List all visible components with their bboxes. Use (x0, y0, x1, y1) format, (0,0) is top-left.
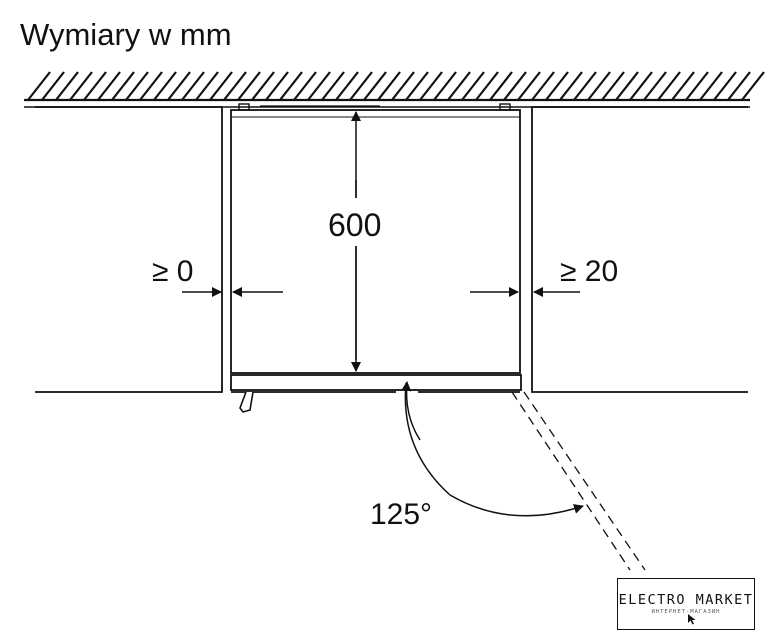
hatch-stroke (461, 71, 485, 101)
hatch-stroke (545, 71, 569, 101)
hatch-stroke (195, 71, 219, 101)
hatch-stroke (111, 71, 135, 101)
hatch-stroke (741, 71, 765, 101)
hatch-stroke (727, 71, 751, 101)
hatch-stroke (293, 71, 317, 101)
hatch-stroke (405, 71, 429, 101)
hatch-stroke (503, 71, 527, 101)
hatch-stroke (671, 71, 695, 101)
hatch-stroke (629, 71, 653, 101)
hatch-stroke (181, 71, 205, 101)
hatch-stroke (531, 71, 555, 101)
hatch-stroke (559, 71, 583, 101)
right-cabinet (531, 106, 748, 393)
watermark-tagline: ИНТЕРНЕТ-МАГАЗИН (651, 609, 721, 615)
hatch-stroke (27, 71, 51, 101)
hatch-stroke (601, 71, 625, 101)
hatch-stroke (167, 71, 191, 101)
diagram-title: Wymiary w mm (20, 17, 232, 52)
hatch-stroke (713, 71, 737, 101)
hatch-stroke (489, 71, 513, 101)
cursor-arrow-icon (688, 614, 696, 625)
hatch-stroke (55, 71, 79, 101)
wall-hatching (24, 71, 765, 108)
depth-value-label: 600 (328, 207, 381, 243)
hatch-stroke (223, 71, 247, 101)
watermark-brand: ELECTRO MARKET (618, 592, 754, 608)
door-angle-label: 125° (370, 498, 432, 531)
hatch-stroke (139, 71, 163, 101)
hatch-stroke (391, 71, 415, 101)
hatch-stroke (153, 71, 177, 101)
hatch-stroke (363, 71, 387, 101)
door-angle-arc-start (401, 381, 421, 441)
hatch-stroke (41, 71, 65, 101)
right-gap-label: ≥ 20 (560, 255, 618, 288)
door-angle-arc (404, 382, 584, 517)
left-gap-label: ≥ 0 (152, 255, 193, 288)
hatch-stroke (251, 71, 275, 101)
hatch-stroke (657, 71, 681, 101)
hatch-stroke (475, 71, 499, 101)
hatch-stroke (279, 71, 303, 101)
hatch-stroke (419, 71, 443, 101)
hatch-stroke (587, 71, 611, 101)
hatch-stroke (699, 71, 723, 101)
hatch-stroke (377, 71, 401, 101)
hatch-stroke (433, 71, 457, 101)
hatch-stroke (685, 71, 709, 101)
appliance-door (230, 374, 522, 393)
hatch-stroke (307, 71, 331, 101)
hatch-stroke (615, 71, 639, 101)
hatch-stroke (209, 71, 233, 101)
door-handle (239, 391, 254, 413)
left-cabinet (35, 106, 223, 393)
hatch-stroke (97, 71, 121, 101)
hatch-stroke (125, 71, 149, 101)
electro-market-watermark: ELECTRO MARKET ИНТЕРНЕТ-МАГАЗИН (617, 578, 755, 630)
hatch-stroke (447, 71, 471, 101)
hatch-stroke (265, 71, 289, 101)
hatch-stroke (321, 71, 345, 101)
hatch-stroke (83, 71, 107, 101)
hatch-stroke (335, 71, 359, 101)
hatch-stroke (349, 71, 373, 101)
hatch-stroke (517, 71, 541, 101)
hatch-stroke (643, 71, 667, 101)
opened-door-outline (511, 391, 646, 571)
hatch-stroke (69, 71, 93, 101)
appliance-body (230, 103, 521, 374)
hatch-stroke (573, 71, 597, 101)
hatch-stroke (237, 71, 261, 101)
